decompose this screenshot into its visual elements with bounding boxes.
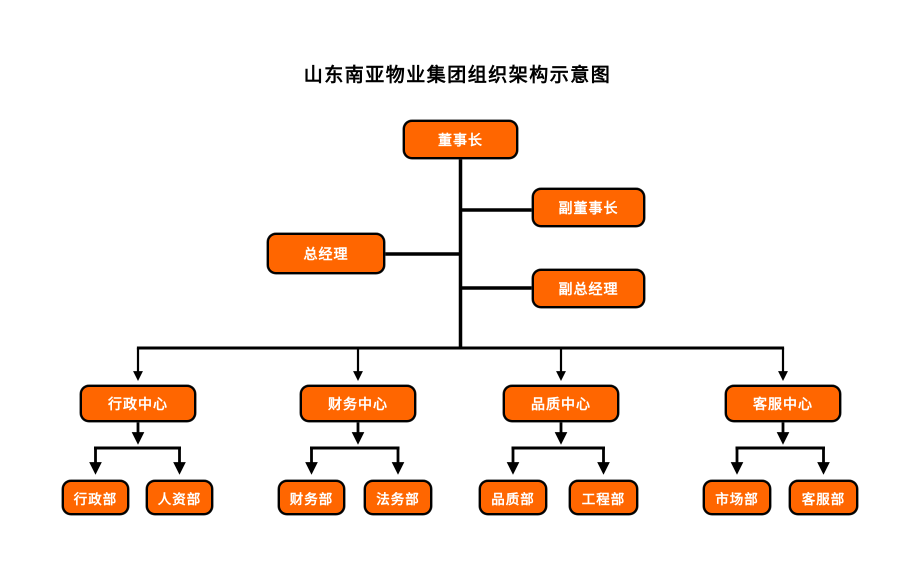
chart-title: 山东南亚物业集团组织架构示意图: [303, 65, 612, 86]
node-center-customer-service: 客服中心: [725, 385, 841, 422]
branch-connectors-center-2: [305, 421, 405, 475]
branch-connectors-center-3: [506, 421, 610, 475]
executive-connectors: [383, 158, 534, 350]
node-deputy-general-manager: 副总经理: [532, 269, 645, 308]
node-dept-marketing: 市场部: [703, 480, 771, 515]
branch-connectors-center-4: [730, 421, 830, 475]
node-dept-engineering: 工程部: [569, 480, 638, 515]
node-dept-legal: 法务部: [364, 480, 432, 515]
node-general-manager: 总经理: [267, 233, 385, 274]
node-center-finance: 财务中心: [300, 385, 416, 422]
node-dept-administration: 行政部: [62, 480, 129, 515]
node-dept-finance: 财务部: [278, 480, 345, 515]
center-drop-arrows: [133, 348, 788, 381]
branch-connectors-center-1: [89, 421, 186, 475]
node-dept-human-resources: 人资部: [146, 480, 213, 515]
node-dept-customer-service: 客服部: [789, 480, 858, 515]
node-chairman: 董事长: [403, 120, 518, 159]
node-dept-quality: 品质部: [479, 480, 547, 515]
node-vice-chairman: 副董事长: [532, 188, 645, 227]
node-center-administration: 行政中心: [80, 385, 196, 422]
node-center-quality: 品质中心: [503, 385, 619, 422]
